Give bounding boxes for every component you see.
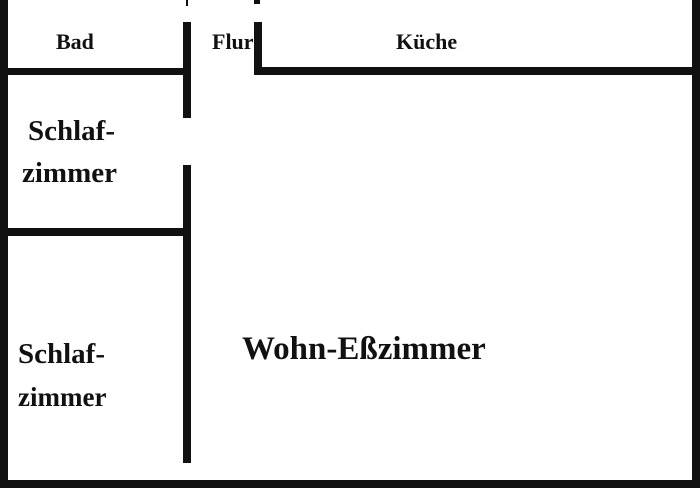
outer-wall-bottom (0, 480, 700, 488)
wall-vertical-upper (183, 22, 191, 118)
wall-flur-right (254, 22, 262, 74)
room-label-schlafzimmer-lower: Schlaf- zimmer (18, 332, 106, 419)
outer-wall-left (0, 0, 8, 488)
top-wall-stub-left (186, 0, 188, 6)
room-label-wohn-esszimmer: Wohn-Eßzimmer (242, 331, 486, 367)
room-label-schlafzimmer-upper-line1: Schlaf- (28, 115, 115, 147)
room-label-schlafzimmer-lower-line1: Schlaf- (18, 338, 105, 370)
outer-wall-right (692, 0, 700, 488)
room-label-schlafzimmer-lower-line2: zimmer (18, 381, 107, 412)
room-label-schlafzimmer-upper-line2: zimmer (22, 157, 117, 190)
wall-bedroom-divider (0, 228, 186, 236)
wall-kueche-bottom (254, 67, 700, 75)
top-wall-stub-right (254, 0, 260, 4)
wall-bad-bottom (0, 68, 186, 75)
room-label-kueche: Küche (396, 29, 458, 54)
wall-vertical-lower (183, 165, 191, 463)
room-label-schlafzimmer-upper: Schlaf- zimmer (22, 110, 117, 194)
room-label-flur: Flur (212, 29, 254, 54)
room-label-bad: Bad (56, 29, 94, 54)
